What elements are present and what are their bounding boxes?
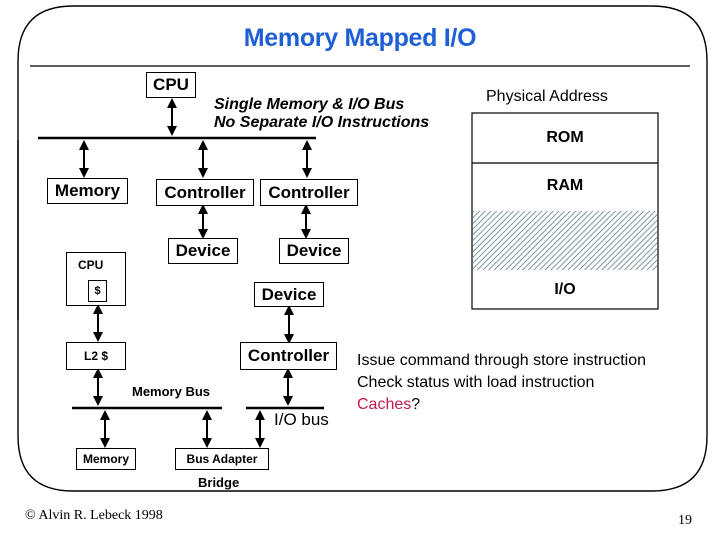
bridge-label: Bridge	[198, 475, 240, 490]
cpu-2-label: CPU	[78, 258, 104, 272]
memory-2-box: Memory	[76, 448, 136, 470]
note-line-2: Check status with load instruction	[357, 374, 595, 391]
bus-adapter-label: Bus Adapter	[186, 452, 258, 466]
bus-note: Single Memory & I/O Bus No Separate I/O …	[214, 96, 429, 132]
device-2-box: Device	[279, 238, 349, 264]
note-line-1: Issue command through store instruction	[357, 352, 647, 369]
bus-adapter-box: Bus Adapter	[175, 448, 269, 470]
note-highlight: Caches	[357, 396, 412, 413]
controller-1-label: Controller	[164, 182, 246, 202]
cache-box: $	[88, 280, 107, 302]
rom-label: ROM	[546, 129, 584, 146]
l2-cache-box: L2 $	[66, 342, 126, 370]
cpu-box: CPU	[146, 72, 196, 98]
cpu-label: CPU	[153, 75, 189, 94]
notes-block: Issue command through store instruction …	[357, 350, 646, 416]
memory-box: Memory	[47, 178, 128, 204]
slide-frame	[17, 5, 708, 492]
io-bus-label: I/O bus	[274, 410, 329, 429]
address-region-ram: RAM	[472, 163, 658, 211]
controller-3-label: Controller	[247, 346, 330, 365]
memory-label: Memory	[54, 181, 121, 200]
memory-2-label: Memory	[82, 452, 129, 466]
note-line-3-rest: ?	[411, 396, 421, 413]
page-number: 19	[678, 513, 692, 528]
note-line-3: Caches?	[357, 394, 646, 416]
address-region-io: I/O	[472, 270, 658, 309]
controller-2-box: Controller	[260, 179, 358, 206]
l2-cache-label: L2 $	[83, 349, 108, 363]
copyright: © Alvin R. Lebeck 1998	[25, 508, 163, 523]
cache-label: $	[94, 285, 101, 297]
controller-3-box: Controller	[240, 342, 337, 370]
ram-label: RAM	[546, 177, 584, 194]
memory-bus-label: Memory Bus	[132, 384, 211, 399]
address-region-rom: ROM	[472, 113, 658, 163]
device-1-box: Device	[168, 238, 238, 264]
controller-1-box: Controller	[156, 179, 254, 206]
device-1-label: Device	[175, 241, 231, 260]
controller-2-label: Controller	[268, 182, 350, 202]
bus-note-line-2: No Separate I/O Instructions	[214, 114, 430, 131]
device-3-label: Device	[261, 284, 317, 304]
device-3-box: Device	[254, 282, 324, 307]
address-hole-hatched	[473, 211, 657, 270]
slide-title: Memory Mapped I/O	[243, 24, 477, 52]
address-map-heading: Physical Address	[486, 88, 608, 105]
bus-note-line-1: Single Memory & I/O Bus	[214, 96, 405, 113]
io-label: I/O	[554, 280, 576, 298]
device-2-label: Device	[286, 241, 342, 260]
cpu-with-cache-box: CPU $	[66, 252, 126, 306]
